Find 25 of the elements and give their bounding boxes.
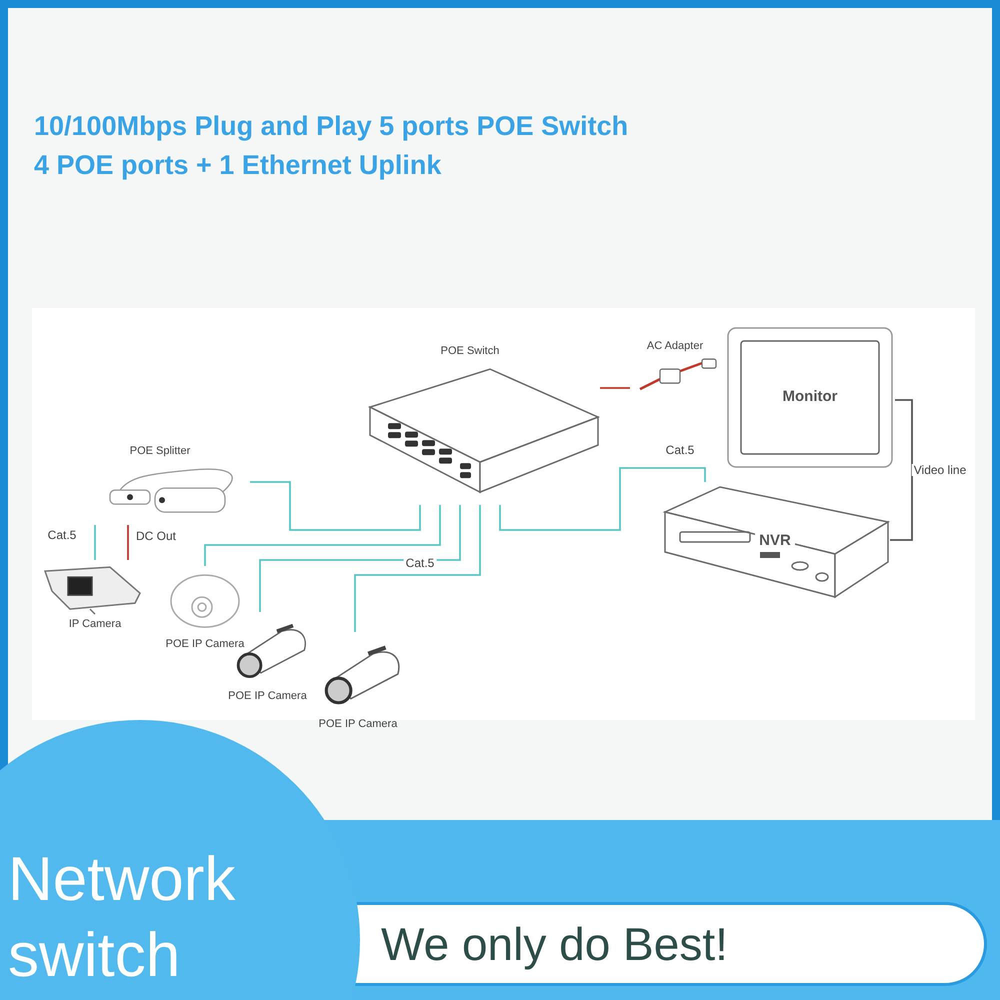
slogan-text: We only do Best! [381,916,728,972]
device-label: POE Switch [440,345,500,359]
cable-line [250,481,421,531]
edge-label: DC Out [134,530,178,542]
device-label: AC Adapter [646,340,704,354]
cable-line [127,525,129,560]
edge-label: Cat.5 [404,557,436,569]
badge-text: Network switch [8,844,236,992]
cable-line [890,399,913,541]
heading: 10/100Mbps Plug and Play 5 ports POE Switch [34,110,628,143]
subheading: 4 POE ports + 1 Ethernet Uplink [34,149,442,182]
cable-line [94,525,96,560]
cable-line [600,387,630,389]
edge-label: Video line [912,464,968,476]
device-label: POE Splitter [130,445,190,459]
cable-line [499,467,706,531]
edge-label: Cat.5 [664,444,696,456]
device-label: POE IP Camera [166,638,244,652]
device-label: IP Camera [68,618,122,632]
cable-line [204,505,441,566]
cable-line [259,505,461,612]
device-label: POE IP Camera [228,690,307,704]
cable-line [354,505,481,632]
device-label: POE IP Camera [318,718,398,732]
edge-label: Cat.5 [46,529,78,541]
